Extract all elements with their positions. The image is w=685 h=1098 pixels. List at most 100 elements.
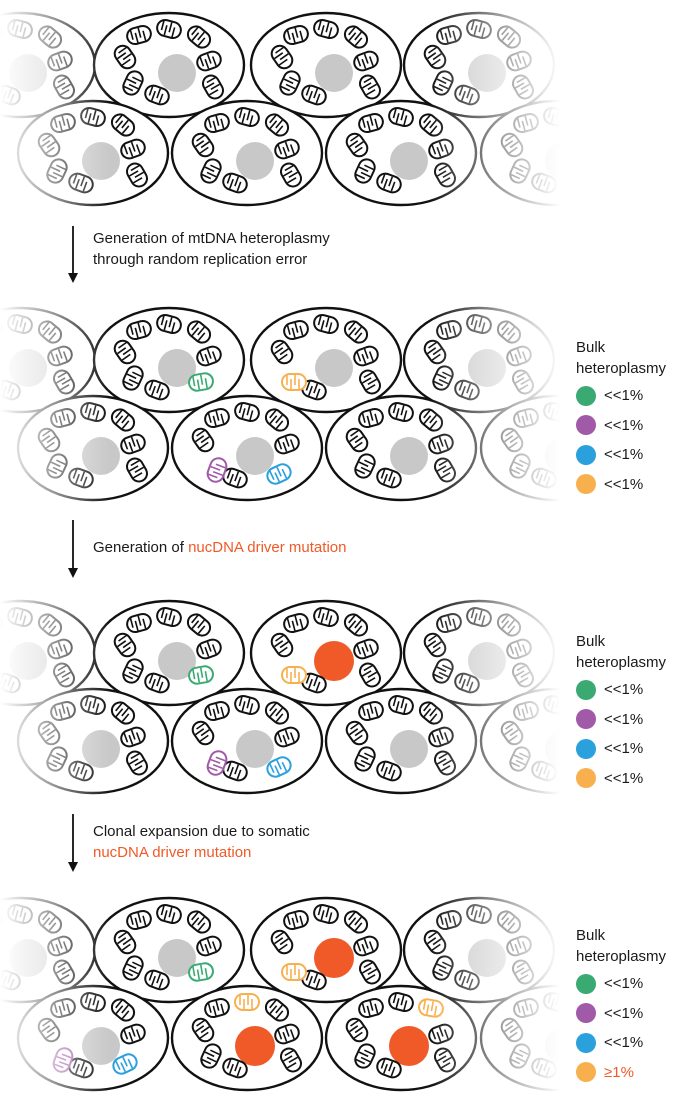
mitochondrion-icon <box>345 427 369 453</box>
nucleus <box>236 437 274 475</box>
mitochondrion-icon <box>376 467 402 489</box>
orange-dot-icon <box>576 768 596 789</box>
mitochondrion-icon <box>359 74 381 100</box>
mitochondrion-icon <box>264 998 290 1022</box>
nucleus <box>390 730 428 768</box>
mitochondrion-icon <box>156 606 182 628</box>
purple-dot-icon <box>576 1003 596 1024</box>
cell <box>92 306 246 414</box>
mitochondrion-icon <box>270 44 294 70</box>
blue-dot-icon <box>576 738 596 759</box>
mitochondrion-icon <box>156 313 182 335</box>
mitochondrion-icon <box>186 320 212 344</box>
mitochondrion-icon <box>120 138 146 160</box>
purple-dot-icon <box>576 709 596 730</box>
legend-1-title-line-1: Bulk <box>576 339 606 356</box>
mitochondrion-icon <box>113 44 137 70</box>
mitochondrion-icon <box>222 172 248 194</box>
legend-2-item-orange: <<1% <box>576 764 666 794</box>
mutant-nucleus <box>314 938 354 978</box>
mitochondrion-icon <box>283 24 309 46</box>
nucleus <box>390 437 428 475</box>
mitochondrion-icon <box>196 638 222 660</box>
mitochondrion-icon <box>343 25 369 49</box>
nucleus <box>158 642 196 680</box>
mitochondrion-icon <box>376 760 402 782</box>
legend-3-item-orange: ≥1% <box>576 1058 666 1088</box>
mitochondrion-icon <box>113 632 137 658</box>
legend-3-label-green: <<1% <box>604 975 644 993</box>
mitochondrion-icon <box>264 408 290 432</box>
mitochondrion-icon <box>202 74 224 100</box>
mitochondrion-icon <box>388 991 414 1013</box>
cell <box>249 896 403 1004</box>
cell <box>92 11 246 119</box>
mitochondrion-icon <box>301 672 327 694</box>
legend-1-title: Bulk heteroplasmy <box>576 337 666 379</box>
mitochondrion-icon <box>345 720 369 746</box>
orange-mitochondrion-icon <box>281 963 307 981</box>
mitochondrion-icon <box>388 401 414 423</box>
mitochondrion-icon <box>270 632 294 658</box>
nucleus <box>236 142 274 180</box>
step-3-highlight: nucDNA driver mutation <box>93 844 252 861</box>
legend-3-label-orange: ≥1% <box>604 1063 634 1081</box>
mitochondrion-icon <box>264 113 290 137</box>
mitochondrion-icon <box>191 132 215 158</box>
step-2-text: Generation of nucDNA driver mutation <box>93 537 346 558</box>
mitochondrion-icon <box>126 319 152 341</box>
mutant-nucleus <box>235 1026 275 1066</box>
legend-2-label-purple: <<1% <box>604 710 644 728</box>
mitochondrion-icon <box>283 319 309 341</box>
mitochondrion-icon <box>204 700 230 722</box>
purple-mitochondrion-icon <box>206 457 228 483</box>
mitochondrion-icon <box>122 658 144 684</box>
mitochondrion-icon <box>376 1057 402 1079</box>
legend-2-title-line-1: Bulk <box>576 633 606 650</box>
legend-2: Bulk heteroplasmy <<1% <<1% <<1% <<1% <box>576 631 666 793</box>
mitochondrion-icon <box>186 25 212 49</box>
nucleus <box>390 142 428 180</box>
down-arrow-icon <box>68 814 78 872</box>
mitochondrion-icon <box>388 106 414 128</box>
mitochondrion-icon <box>110 113 136 137</box>
cell <box>170 687 324 795</box>
legend-3-item-purple: <<1% <box>576 999 666 1029</box>
mitochondrion-icon <box>274 433 300 455</box>
mitochondrion-icon <box>343 613 369 637</box>
mitochondrion-icon <box>156 18 182 40</box>
step-3-line-1: Clonal expansion due to somatic <box>93 823 310 840</box>
legend-2-item-purple: <<1% <box>576 705 666 735</box>
legend-2-item-blue: <<1% <box>576 734 666 764</box>
step-3-text: Clonal expansion due to somatic nucDNA d… <box>93 821 310 863</box>
mitochondrion-icon <box>283 612 309 634</box>
mitochondrion-icon <box>234 694 260 716</box>
cell <box>170 394 324 502</box>
mitochondrion-icon <box>234 106 260 128</box>
step-1-line-2: through random replication error <box>93 251 308 268</box>
mitochondrion-icon <box>358 112 384 134</box>
mitochondrion-icon <box>222 1057 248 1079</box>
mitochondrion-icon <box>270 339 294 365</box>
mitochondrion-icon <box>110 701 136 725</box>
legend-3-title: Bulk heteroplasmy <box>576 925 666 967</box>
down-arrow-icon <box>68 226 78 283</box>
mitochondrion-icon <box>222 467 248 489</box>
cell <box>92 599 246 707</box>
mitochondrion-icon <box>274 726 300 748</box>
purple-dot-icon <box>576 415 596 436</box>
mitochondrion-icon <box>156 903 182 925</box>
legend-2-label-blue: <<1% <box>604 740 644 758</box>
cell <box>249 599 403 707</box>
mitochondrion-icon <box>388 694 414 716</box>
mitochondrion-icon <box>126 457 148 483</box>
mitochondrion-icon <box>204 997 230 1019</box>
nucleus <box>158 939 196 977</box>
legend-2-label-orange: <<1% <box>604 769 644 787</box>
mitochondrion-icon <box>345 132 369 158</box>
legend-3-item-blue: <<1% <box>576 1028 666 1058</box>
mitochondrion-icon <box>122 365 144 391</box>
legend-2-item-green: <<1% <box>576 675 666 705</box>
nucleus <box>315 349 353 387</box>
mitochondrion-icon <box>144 379 170 401</box>
